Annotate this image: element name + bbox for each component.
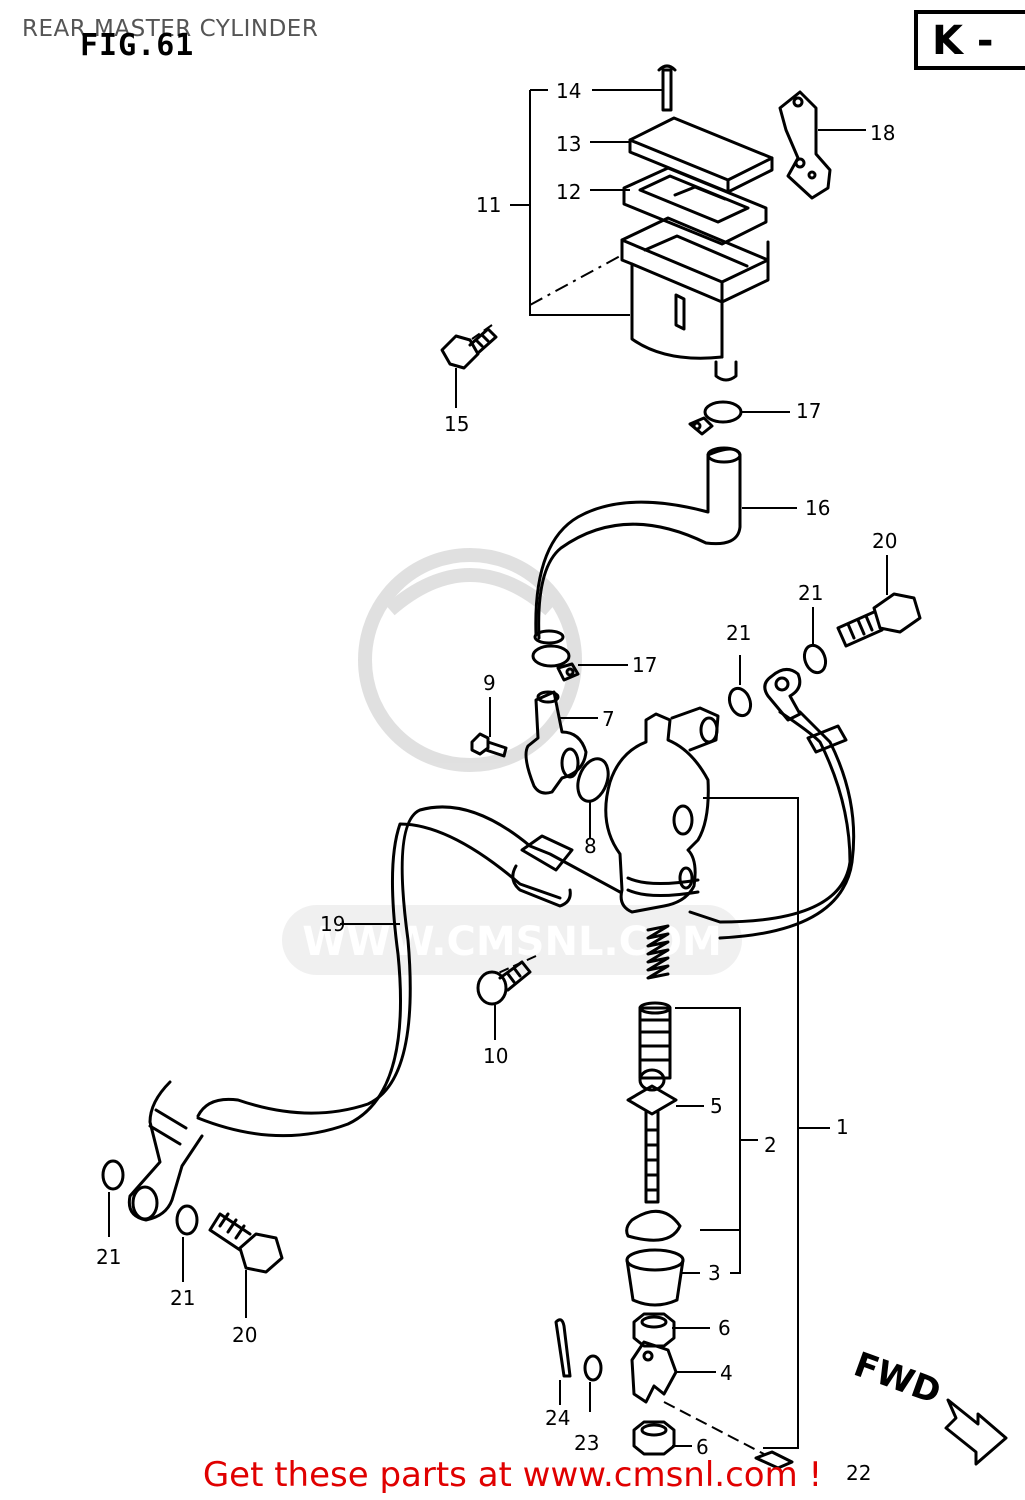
callout-6-upper: 6 xyxy=(718,1316,731,1340)
hose-joint-screw xyxy=(470,732,508,758)
callout-11: 11 xyxy=(476,193,501,217)
reservoir-bracket xyxy=(778,90,832,200)
pushrod xyxy=(626,1068,678,1204)
banjo-bolt-lower xyxy=(208,1212,284,1274)
callout-20-upper: 20 xyxy=(872,529,897,553)
reservoir-cap-screw xyxy=(657,64,677,112)
hose-joint xyxy=(524,690,588,795)
sealing-washer-lower-a xyxy=(101,1159,125,1191)
diaphragm xyxy=(622,166,768,246)
callout-21-lower-a: 21 xyxy=(96,1245,121,1269)
callout-8: 8 xyxy=(584,834,597,858)
o-ring xyxy=(576,757,610,803)
rear-brake-hose xyxy=(127,668,856,1222)
callout-15: 15 xyxy=(444,412,469,436)
callout-10: 10 xyxy=(483,1044,508,1068)
callout-21-upper-b: 21 xyxy=(798,581,823,605)
callout-2: 2 xyxy=(764,1133,777,1157)
forward-direction-arrow xyxy=(944,1398,1008,1466)
callouts: 14 13 12 11 18 15 17 16 20 21 21 17 9 7 … xyxy=(96,79,897,1485)
callout-4: 4 xyxy=(720,1361,733,1385)
reservoir-hose xyxy=(533,446,742,645)
reservoir-cap xyxy=(628,116,774,194)
callout-7: 7 xyxy=(602,707,615,731)
callout-16: 16 xyxy=(805,496,830,520)
callout-18: 18 xyxy=(870,121,895,145)
sealing-washer-lower-b xyxy=(175,1204,199,1236)
lock-nut-lower xyxy=(632,1420,676,1456)
hose-clamp-upper xyxy=(688,400,743,436)
callout-1: 1 xyxy=(836,1115,849,1139)
watermark-logo-arc xyxy=(385,568,555,616)
callout-5: 5 xyxy=(710,1094,723,1118)
callout-17-lower: 17 xyxy=(632,653,657,677)
banjo-bolt-upper xyxy=(836,592,922,648)
clevis-pin xyxy=(754,1450,794,1470)
cotter-pin xyxy=(554,1318,572,1378)
page-title: REAR MASTER CYLINDER xyxy=(22,16,319,42)
callout-19: 19 xyxy=(320,912,345,936)
sealing-washer-upper-b xyxy=(727,686,753,718)
rod-clevis xyxy=(630,1340,678,1404)
callout-13: 13 xyxy=(556,132,581,156)
figure-label: FIG.61 xyxy=(80,28,195,63)
leader-lines xyxy=(108,89,888,1455)
hose-clamp-lower xyxy=(531,644,580,682)
callout-21-lower-b: 21 xyxy=(170,1286,195,1310)
master-cylinder-bolt xyxy=(476,960,532,1006)
lock-nut-upper xyxy=(632,1312,676,1348)
watermark-text: WWW.CMSNL.COM xyxy=(302,919,722,965)
callout-12: 12 xyxy=(556,180,581,204)
callout-6-lower: 6 xyxy=(696,1435,709,1459)
callout-14: 14 xyxy=(556,79,581,103)
watermark: WWW.CMSNL.COM xyxy=(282,548,742,975)
callout-24: 24 xyxy=(545,1406,570,1430)
footer-cta-link[interactable]: Get these parts at www.cmsnl.com ! xyxy=(202,1455,823,1495)
callout-9: 9 xyxy=(483,671,496,695)
circlip xyxy=(625,1209,682,1242)
forward-direction-label: FWD xyxy=(849,1345,946,1413)
reservoir-mount-bolt xyxy=(440,327,498,370)
callout-22: 22 xyxy=(846,1461,871,1485)
piston-assembly xyxy=(638,1001,672,1080)
watermark-logo xyxy=(358,548,582,772)
callout-3: 3 xyxy=(708,1261,721,1285)
section-label: K - xyxy=(932,18,994,64)
callout-20-lower: 20 xyxy=(232,1323,257,1347)
dust-boot xyxy=(625,1248,685,1307)
reservoir xyxy=(620,216,770,382)
callout-17-upper: 17 xyxy=(796,399,821,423)
master-cylinder-body xyxy=(604,706,720,914)
sealing-washer-upper-a xyxy=(802,643,828,675)
section-box: K - xyxy=(914,10,1025,70)
clevis-washer xyxy=(583,1354,603,1382)
callout-23: 23 xyxy=(574,1431,599,1455)
callout-21-upper-a: 21 xyxy=(726,621,751,645)
piston-spring xyxy=(646,924,670,980)
